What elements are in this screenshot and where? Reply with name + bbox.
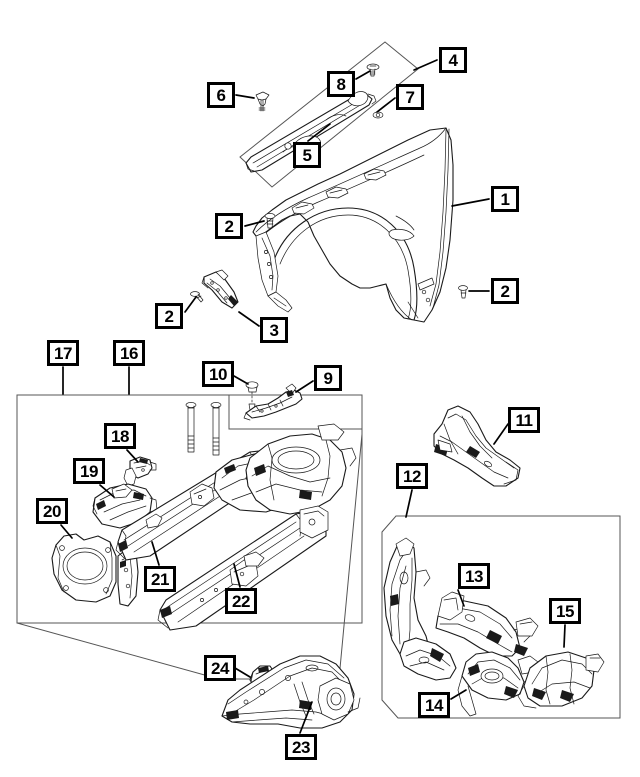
callout-9[interactable]: 9 <box>314 365 342 391</box>
part-crush-can-bracket <box>92 483 158 529</box>
part-bracket-grommet <box>245 381 259 411</box>
callout-11[interactable]: 11 <box>508 407 540 433</box>
callout-8[interactable]: 8 <box>327 71 355 97</box>
part-fender-screw-upper <box>264 213 276 229</box>
callout-5[interactable]: 5 <box>293 142 321 168</box>
callout-20[interactable]: 20 <box>36 498 68 524</box>
callout-18[interactable]: 18 <box>104 423 136 449</box>
callout-7[interactable]: 7 <box>396 84 424 110</box>
callout-12[interactable]: 12 <box>396 463 428 489</box>
callout-2c[interactable]: 2 <box>155 303 183 329</box>
callout-13[interactable]: 13 <box>458 563 490 589</box>
part-rail-closeout-panel <box>517 651 605 709</box>
part-molding-retainer-nut <box>372 111 384 119</box>
part-bracket-screw <box>190 291 204 303</box>
callout-23[interactable]: 23 <box>285 734 317 760</box>
part-fender-screw-rear <box>458 285 468 299</box>
part-wheelhouse-left-panel <box>383 537 457 681</box>
callout-14[interactable]: 14 <box>418 692 450 718</box>
part-molding-screw <box>366 63 380 77</box>
callout-2b[interactable]: 2 <box>491 278 519 304</box>
part-rail-mounting-bracket <box>123 456 157 487</box>
part-fender-support-bracket <box>201 269 239 309</box>
callout-6[interactable]: 6 <box>207 82 235 108</box>
part-rail-reinforcement <box>457 651 539 717</box>
part-wheelhouse-inner-panel <box>435 591 539 657</box>
callout-24[interactable]: 24 <box>204 655 236 681</box>
leader-lines <box>60 59 566 734</box>
callout-10[interactable]: 10 <box>202 361 234 387</box>
callout-2a[interactable]: 2 <box>215 213 243 239</box>
part-wheelhouse-upper <box>245 423 357 515</box>
group-box-16 <box>16 394 363 680</box>
callout-4[interactable]: 4 <box>439 47 467 73</box>
group-box-12 <box>381 515 621 719</box>
callout-16[interactable]: 16 <box>113 340 145 366</box>
callout-15[interactable]: 15 <box>549 598 581 624</box>
part-front-rail-extension <box>433 405 521 487</box>
part-fender-panel <box>252 127 454 323</box>
part-radiator-support-upper <box>221 655 361 729</box>
part-molding-push-pin <box>255 91 270 112</box>
part-front-side-rail-right <box>157 505 329 631</box>
callout-1[interactable]: 1 <box>491 186 519 212</box>
callout-17[interactable]: 17 <box>47 340 79 366</box>
part-shock-tower-panel <box>51 533 139 607</box>
callout-22[interactable]: 22 <box>225 588 257 614</box>
part-rail-bolt-left <box>185 402 197 453</box>
callout-19[interactable]: 19 <box>73 458 105 484</box>
callout-3[interactable]: 3 <box>260 317 288 343</box>
callout-21[interactable]: 21 <box>144 566 176 592</box>
part-rail-bolt-right <box>210 402 222 456</box>
part-upper-rail-bracket <box>243 383 303 421</box>
